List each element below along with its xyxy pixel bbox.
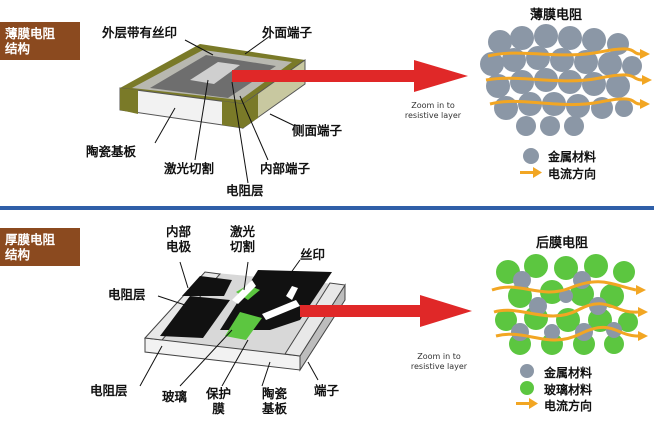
- label-terminal: 端子: [314, 383, 340, 398]
- zoom-caption-top: Zoom in to resistive layer: [388, 101, 478, 121]
- thin-film-current-lines: [485, 47, 643, 107]
- thin-film-badge: 薄膜电阻 结构: [0, 22, 80, 60]
- thick-film-chip: [143, 270, 346, 372]
- thick-film-title: 后膜电阻: [536, 236, 589, 251]
- label-inner-electrode: 内部 电极: [166, 224, 191, 254]
- badge-line: 结构: [5, 41, 31, 56]
- badge-line: 结构: [5, 247, 31, 262]
- label-laser-cut-bottom: 激光 切割: [230, 224, 255, 254]
- section-divider: [0, 206, 654, 210]
- label-line: 保护: [206, 386, 232, 401]
- label-resistor-layer-top: 电阻层: [108, 287, 146, 302]
- current-legend-arrow-bottom: [516, 398, 538, 409]
- thin-film-current-heads: [640, 49, 652, 109]
- legend-current-bottom: 电流方向: [544, 399, 593, 413]
- label-line: 切割: [230, 239, 256, 254]
- legend-glass: 玻璃材料: [544, 383, 593, 397]
- label-line: 膜: [212, 401, 225, 416]
- thick-film-badge: 厚膜电阻 结构: [0, 228, 80, 266]
- label-resistor-layer: 电阻层: [226, 183, 264, 198]
- label-protective-film: 保护 膜: [206, 386, 231, 416]
- legend-metal-bottom: 金属材料: [544, 366, 593, 380]
- label-outer-terminal: 外面端子: [262, 25, 313, 40]
- laser-trim: [190, 62, 240, 84]
- label-line: 基板: [262, 401, 288, 416]
- label-ceramic-substrate-bottom: 陶瓷 基板: [262, 386, 287, 416]
- zoom-line: Zoom in to: [411, 101, 455, 110]
- label-laser-cut: 激光切割: [164, 161, 215, 176]
- badge-line: 厚膜电阻: [5, 232, 56, 247]
- label-side-terminal: 侧面端子: [292, 123, 343, 138]
- thick-film-circles: [495, 254, 638, 355]
- metal-legend-dot: [523, 148, 539, 164]
- zoom-arrow-bottom: [300, 295, 472, 327]
- bottom-leader-lines: [139, 259, 319, 387]
- metal-legend-dot: [520, 364, 534, 378]
- label-line: 激光: [230, 224, 256, 239]
- label-resistor-layer-bottom: 电阻层: [90, 383, 128, 398]
- label-line: 内部: [166, 224, 192, 239]
- thick-film-current-heads: [636, 285, 648, 341]
- current-legend-arrow-top: [520, 167, 542, 178]
- badge-line: 薄膜电阻: [5, 26, 56, 41]
- glass-legend-dot: [520, 381, 534, 395]
- top-leader-lines: [154, 35, 296, 184]
- zoom-line: Zoom in to: [417, 352, 461, 361]
- label-ceramic-substrate: 陶瓷基板: [86, 144, 137, 159]
- label-line: 电极: [166, 239, 192, 254]
- legend-current: 电流方向: [548, 167, 597, 181]
- label-screen-print-bottom: 丝印: [300, 247, 326, 262]
- label-inner-terminal: 内部端子: [260, 161, 311, 176]
- zoom-line: resistive layer: [404, 111, 462, 120]
- label-screen-print: 外层带有丝印: [102, 25, 178, 40]
- label-line: 陶瓷: [262, 386, 288, 401]
- zoom-arrow-top: [232, 60, 468, 92]
- zoom-caption-bottom: Zoom in to resistive layer: [394, 352, 484, 372]
- legend-metal: 金属材料: [548, 150, 597, 164]
- thin-film-chip: [119, 44, 306, 129]
- thick-film-current-lines: [491, 280, 639, 342]
- zoom-line: resistive layer: [410, 362, 468, 371]
- label-glass: 玻璃: [162, 389, 188, 404]
- thin-film-title: 薄膜电阻: [530, 8, 583, 23]
